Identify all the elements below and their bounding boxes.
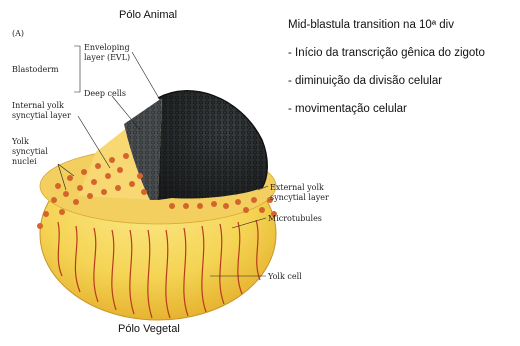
label-blastoderm: Blastoderm [12, 65, 59, 74]
label-evl-1: Enveloping [84, 43, 130, 52]
label-deep-cells: Deep cells [84, 89, 126, 98]
panel-label: (A) [12, 29, 24, 38]
label-ysn-2: syncytial [12, 147, 48, 156]
label-internal-ysl-2: syncytial layer [12, 111, 71, 120]
blastoderm-cell-texture [158, 91, 267, 200]
label-external-ysl-1: External yolk [270, 183, 324, 192]
label-evl-2: layer (EVL) [84, 53, 130, 62]
label-ysn-1: Yolk [11, 137, 29, 146]
label-external-ysl-2: syncytial layer [270, 193, 329, 202]
label-yolk-cell: Yolk cell [267, 272, 302, 281]
label-ysn-3: nuclei [12, 157, 37, 166]
label-microtubules: Microtubules [268, 214, 322, 223]
label-internal-ysl-1: Internal yolk [12, 101, 64, 110]
